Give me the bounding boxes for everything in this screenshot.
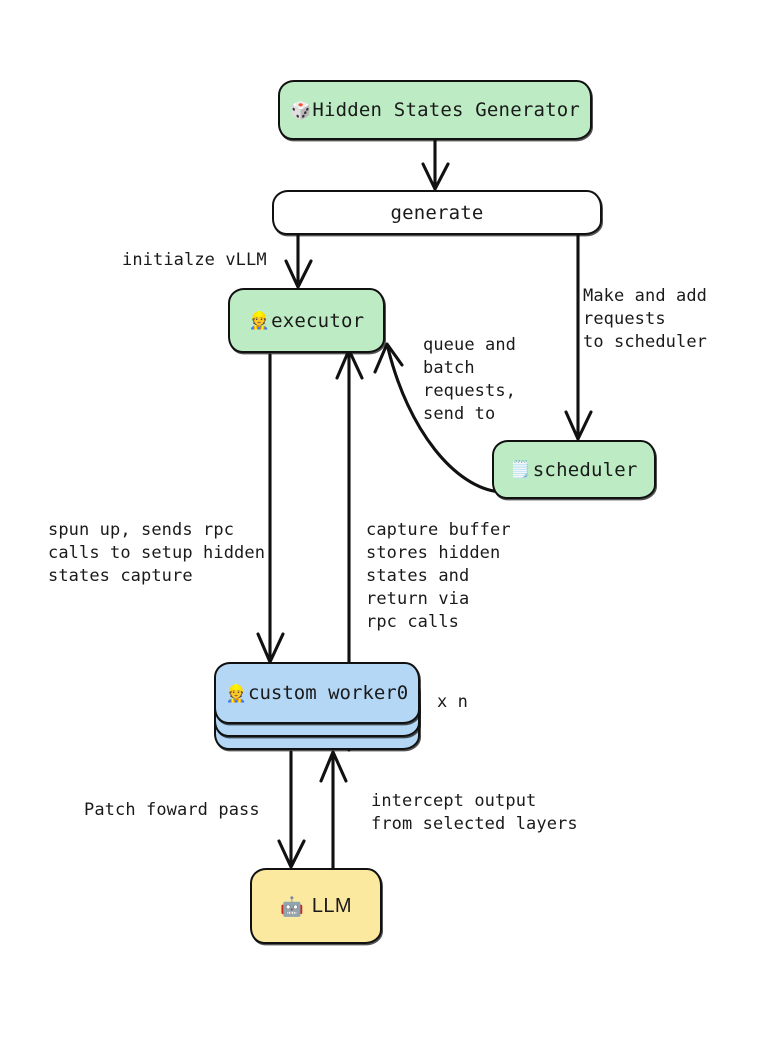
edge-label-queue-and-batch-requests: queue and batch requests, send to bbox=[423, 335, 517, 424]
node-label: executor bbox=[271, 309, 365, 332]
edge-label-capture-buffer-stores-hidden-states: capture buffer stores hidden states and … bbox=[366, 520, 511, 632]
edge-generate-to-executor bbox=[284, 234, 313, 289]
edge-llm-to-worker bbox=[319, 750, 348, 870]
robot-icon: 🤖 bbox=[280, 895, 304, 918]
construction-worker-icon: 👷 bbox=[225, 684, 247, 704]
edge-label-make-and-add-requests: Make and add requests to scheduler bbox=[583, 286, 708, 352]
spiral-notepad-icon: 🗒️ bbox=[510, 460, 532, 480]
node-executor[interactable]: 👷 executor bbox=[228, 288, 385, 353]
edge-executor-to-worker bbox=[256, 353, 285, 664]
node-generate[interactable]: generate bbox=[272, 190, 602, 235]
node-label: LLM bbox=[311, 894, 352, 917]
edge-label-patch-foward-pass: Patch foward pass bbox=[84, 800, 260, 820]
node-custom-worker0[interactable]: 👷 custom worker0 bbox=[214, 662, 420, 750]
node-label: custom worker0 bbox=[248, 682, 409, 704]
edge-hsg-to-generate bbox=[421, 139, 450, 191]
node-scheduler[interactable]: 🗒️ scheduler bbox=[492, 440, 656, 499]
edge-label-initialize-vllm: initialze vLLM bbox=[122, 250, 267, 270]
node-llm[interactable]: 🤖 LLM bbox=[250, 868, 382, 944]
edge-label-spun-up-sends-rpc-calls: spun up, sends rpc calls to setup hidden… bbox=[48, 520, 266, 586]
game-die-icon: 🎲 bbox=[289, 100, 312, 121]
node-label: scheduler bbox=[532, 458, 638, 481]
node-label: Hidden States Generator bbox=[312, 99, 581, 121]
stack-front-layer[interactable]: 👷 custom worker0 bbox=[214, 662, 420, 724]
node-label: generate bbox=[390, 201, 484, 224]
edge-label-intercept-output-from-selected-layers: intercept output from selected layers bbox=[371, 791, 578, 834]
node-hidden-states-generator[interactable]: 🎲 Hidden States Generator bbox=[278, 80, 592, 140]
construction-worker-icon: 👷 bbox=[248, 311, 271, 331]
edge-worker-to-llm bbox=[277, 750, 306, 869]
worker-multiplicity-label: x n bbox=[437, 692, 469, 712]
